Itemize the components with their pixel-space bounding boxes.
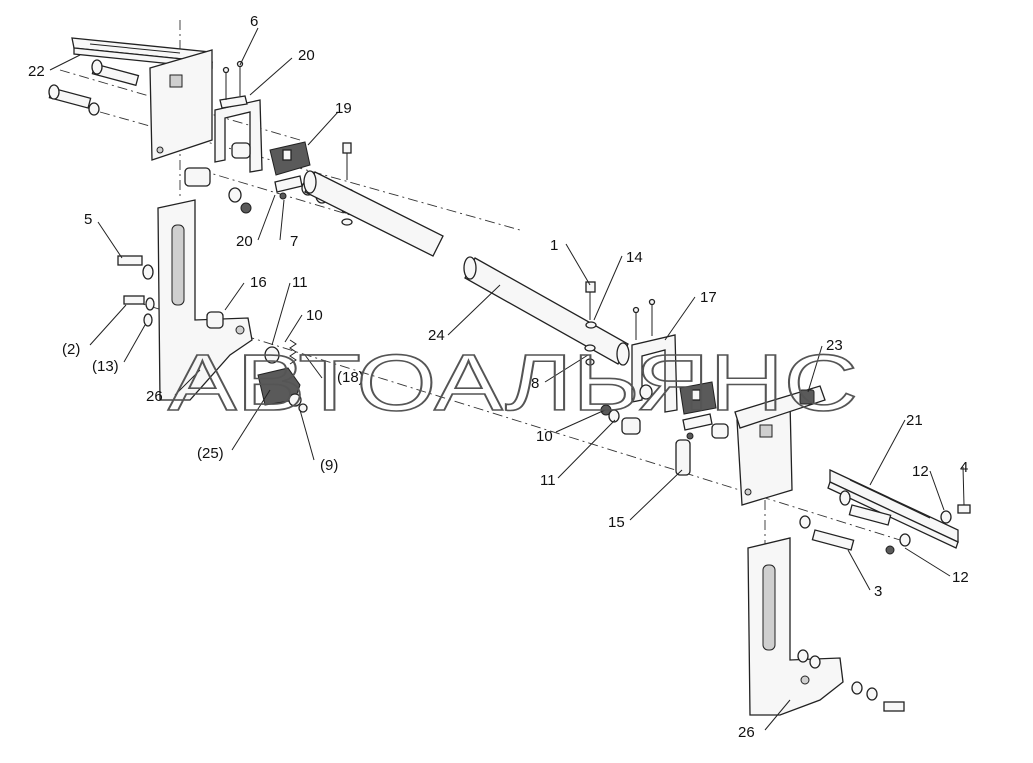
- callout-5: 5: [84, 211, 92, 228]
- callout-21: 21: [906, 412, 923, 429]
- callout-2: (2): [62, 341, 80, 358]
- part-7-plate: [274, 175, 303, 200]
- callout-18: (18): [337, 369, 364, 386]
- bolt-left-upper: [91, 59, 140, 87]
- callout-13: (13): [92, 358, 119, 375]
- callout-1: 1: [550, 237, 558, 254]
- right-bolts: [799, 490, 971, 555]
- callout-8: 8: [531, 375, 539, 392]
- left-bolts-5-2-13: [117, 255, 155, 327]
- part-21-strap: [827, 468, 959, 549]
- callout-9: (9): [320, 457, 338, 474]
- callout-24: 24: [428, 327, 445, 344]
- callout-10-right: 10: [536, 428, 553, 445]
- right-small-plate: [682, 413, 713, 440]
- callout-16: 16: [250, 274, 267, 291]
- left-vertical-plate: [149, 49, 213, 161]
- callout-10-left: 10: [306, 307, 323, 324]
- leader-lines: [49, 27, 965, 731]
- callout-20-lower: 20: [236, 233, 253, 250]
- bolt-left-lower: [48, 84, 100, 116]
- part-20-bracket-upper: [214, 95, 263, 173]
- part-24-shaft: [303, 170, 630, 366]
- left-bushings: [184, 142, 252, 214]
- part-26-left-l-bracket: [157, 199, 253, 401]
- watermark-text: АВТОАЛЬЯНС: [168, 338, 858, 427]
- callout-17: 17: [700, 289, 717, 306]
- part-17-bracket: [631, 334, 678, 413]
- right-vertical-plate: [736, 401, 793, 506]
- callout-25: (25): [197, 445, 224, 462]
- callout-22: 22: [28, 63, 45, 80]
- callout-6: 6: [250, 13, 258, 30]
- callout-labels: 22 6 20 19 20 7 5 16 11 10 (2) (13) (18)…: [28, 13, 969, 741]
- callout-26-right: 26: [738, 724, 755, 741]
- left-lever-group: [257, 339, 308, 413]
- part-26-right-l-bracket: [747, 537, 905, 716]
- callout-4: 4: [960, 459, 968, 476]
- callout-20-upper: 20: [298, 47, 315, 64]
- part-23-hinge: [734, 385, 826, 429]
- callout-23: 23: [826, 337, 843, 354]
- right-clamp: [679, 381, 717, 415]
- callout-11-left: 11: [292, 274, 308, 291]
- part-6-screws: [222, 60, 244, 100]
- part-16-bushing: [206, 311, 224, 329]
- callout-11-right: 11: [540, 472, 556, 489]
- callout-3: 3: [874, 583, 882, 600]
- part-1-bolt: [584, 281, 597, 366]
- part-19-clamp: [269, 141, 311, 176]
- right-screws: [632, 298, 656, 340]
- right-bushings: [600, 384, 729, 439]
- callout-26-left: 26: [146, 388, 163, 405]
- callout-12-lower: 12: [952, 569, 969, 586]
- part-15-bushing: [675, 439, 691, 476]
- callout-15: 15: [608, 514, 625, 531]
- callout-14: 14: [626, 249, 643, 266]
- callout-12-upper: 12: [912, 463, 929, 480]
- callout-7: 7: [290, 233, 298, 250]
- callout-19: 19: [335, 100, 352, 117]
